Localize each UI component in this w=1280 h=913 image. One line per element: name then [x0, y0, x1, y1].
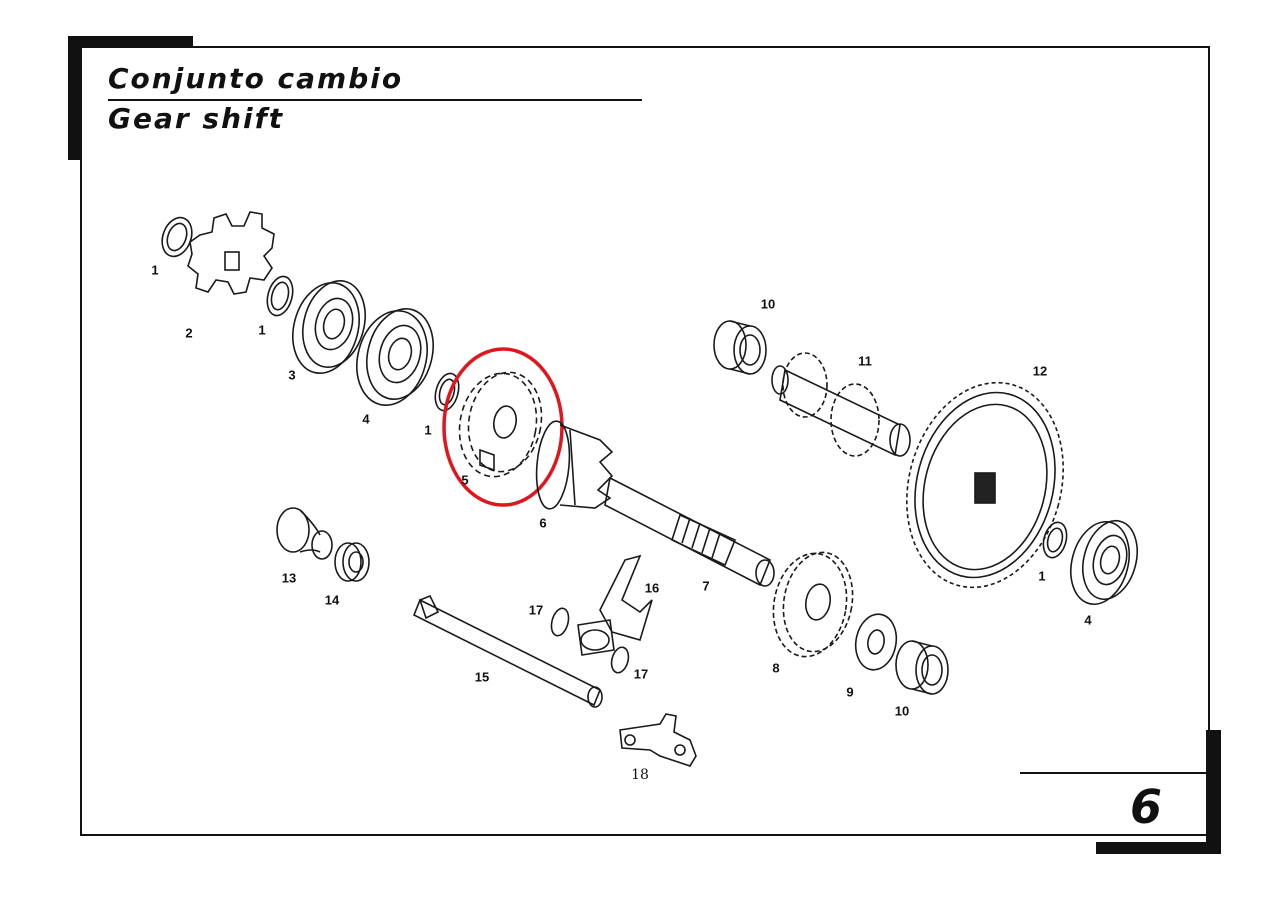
callout-7: 7: [702, 578, 710, 594]
bearing-part-4b: [1070, 519, 1138, 606]
callout-10: 10: [760, 296, 776, 312]
frame-top-line: [68, 46, 1210, 48]
sprocket-part-2: [187, 211, 275, 295]
large-gear-part-12: [906, 381, 1064, 589]
callout-6: 6: [539, 515, 547, 531]
callout-1: 1: [258, 322, 266, 338]
bearing-part-4: [356, 308, 434, 406]
frame-left-line: [80, 46, 82, 836]
frame-right-line: [1208, 46, 1210, 846]
callout-11: 11: [858, 353, 872, 369]
frame-bottom-tab: [1096, 842, 1221, 854]
callout-5: 5: [461, 472, 469, 488]
shift-fork-part-16: [577, 554, 653, 656]
circlip-part-1c: [434, 372, 460, 412]
callout-3: 3: [288, 367, 296, 383]
callout-1: 1: [1038, 568, 1046, 584]
callout-1: 1: [424, 422, 432, 438]
callout-8: 8: [772, 660, 780, 676]
callout-16: 16: [644, 580, 660, 596]
callout-17: 17: [633, 666, 649, 682]
title-spanish: Conjunto cambio: [108, 62, 404, 95]
clip-part-17b: [610, 646, 630, 674]
callout-4: 4: [1084, 612, 1092, 628]
washer-part-9: [854, 613, 898, 671]
callout-10: 10: [894, 703, 910, 719]
frame-right-bar: [1206, 730, 1221, 854]
callout-1: 1: [151, 262, 159, 278]
spacer-part-13: [276, 507, 333, 560]
callout-18: 18: [631, 767, 649, 783]
callout-2: 2: [185, 325, 193, 341]
callout-17: 17: [528, 602, 544, 618]
bracket-part-18: [619, 713, 697, 767]
frame-left-bar: [68, 36, 82, 160]
highlight-circle: [442, 347, 564, 507]
callout-14: 14: [324, 592, 340, 608]
title-underline: [108, 99, 642, 101]
frame-bottom-line: [80, 834, 1210, 836]
layshaft-part-11: [771, 352, 911, 457]
frame-top-left-tab: [68, 36, 193, 48]
callout-9: 9: [846, 684, 854, 700]
needle-bearing-part-10b: [895, 640, 949, 695]
page-number-rule: [1020, 772, 1208, 774]
bearing-part-14: [334, 542, 370, 582]
circlip-part-1: [161, 216, 193, 258]
callout-12: 12: [1032, 363, 1048, 379]
gear-part-5: [458, 371, 543, 478]
shaft-part-7: [604, 476, 775, 587]
callout-4: 4: [362, 411, 370, 427]
page-number: 6: [1130, 780, 1163, 834]
callout-15: 15: [474, 669, 490, 685]
needle-bearing-part-10a: [713, 320, 767, 375]
selector-part-6: [535, 420, 614, 510]
title-english: Gear shift: [108, 102, 285, 135]
circlip-part-1b: [266, 275, 294, 317]
callout-13: 13: [281, 570, 297, 586]
shift-shaft-part-15: [412, 594, 603, 708]
gear-part-8: [772, 551, 854, 658]
circlip-part-1d: [1042, 521, 1068, 559]
bearing-part-3: [292, 279, 366, 374]
clip-part-17a: [550, 607, 570, 637]
